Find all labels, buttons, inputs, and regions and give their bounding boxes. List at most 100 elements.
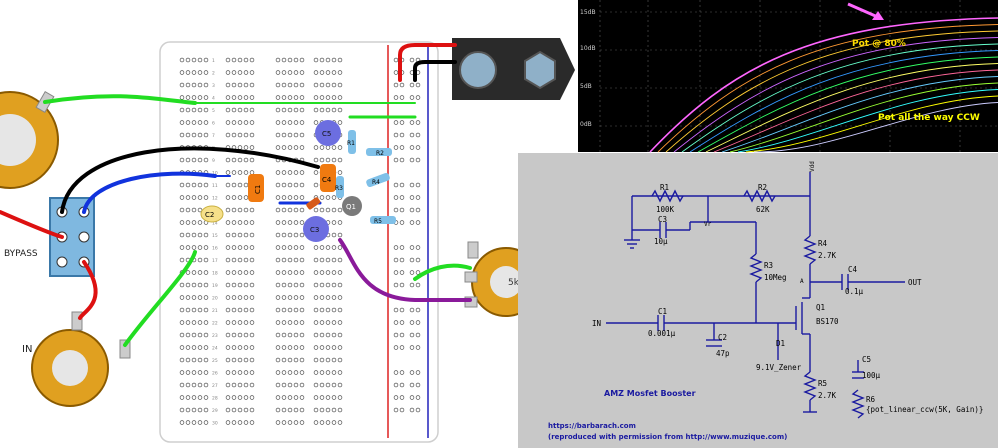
breadboard-hole — [275, 82, 281, 88]
r1-resistor: R1 — [347, 130, 356, 154]
breadboard-hole — [331, 270, 337, 275]
breadboard-hole — [281, 120, 287, 125]
breadboard-hole — [275, 132, 281, 138]
breadboard-hole — [243, 382, 249, 388]
rail-hole — [415, 307, 421, 313]
breadboard-hole — [337, 232, 343, 238]
breadboard-hole — [325, 295, 331, 300]
svg-text:C2: C2 — [205, 211, 214, 219]
rail-hole — [399, 382, 405, 388]
rail-hole — [415, 257, 421, 263]
breadboard-hole — [337, 282, 343, 288]
r3-resistor: R3 — [335, 176, 344, 198]
breadboard-hole — [337, 270, 343, 275]
row-number: 26 — [212, 371, 218, 377]
breadboard-hole — [225, 120, 231, 125]
pot-in: IN — [22, 311, 131, 407]
response-curve — [729, 82, 998, 153]
breadboard-hole — [325, 420, 331, 425]
breadboard-hole — [275, 345, 281, 350]
breadboard-hole — [225, 107, 231, 113]
breadboard-hole — [275, 332, 281, 338]
rail-hole — [415, 370, 421, 375]
breadboard-hole — [299, 57, 305, 63]
d1-value: 9.1V_Zener — [756, 363, 802, 372]
breadboard-hole — [319, 207, 325, 213]
breadboard-hole — [191, 320, 197, 325]
breadboard-hole — [337, 257, 343, 263]
bypass-label: BYPASS — [4, 249, 38, 259]
breadboard-hole — [325, 157, 331, 163]
breadboard-hole — [249, 157, 255, 163]
breadboard-hole — [299, 232, 305, 238]
c2-value: 47p — [716, 349, 730, 358]
breadboard-hole — [287, 357, 293, 363]
breadboard-hole — [275, 307, 281, 313]
breadboard-hole — [179, 157, 185, 163]
breadboard-hole — [237, 170, 243, 175]
breadboard-hole — [231, 370, 237, 375]
breadboard-hole — [179, 195, 185, 200]
breadboard-hole — [299, 70, 305, 75]
breadboard-hole — [179, 282, 185, 288]
breadboard-hole — [231, 320, 237, 325]
rail-hole — [415, 132, 421, 138]
breadboard-hole — [179, 120, 185, 125]
breadboard-hole — [331, 395, 337, 400]
breadboard-hole — [249, 245, 255, 250]
breadboard-hole — [225, 220, 231, 225]
breadboard-hole — [185, 332, 191, 338]
breadboard-hole — [225, 345, 231, 350]
breadboard-hole — [249, 270, 255, 275]
breadboard-hole — [275, 245, 281, 250]
breadboard-hole — [231, 95, 237, 100]
breadboard-hole — [191, 207, 197, 213]
breadboard-hole — [281, 257, 287, 263]
c3-name: C3 — [658, 215, 667, 224]
breadboard-hole — [243, 132, 249, 138]
breadboard-hole — [275, 95, 281, 100]
breadboard-hole — [299, 332, 305, 338]
rail-hole — [409, 282, 415, 288]
breadboard-hole — [203, 107, 209, 113]
rail-hole — [409, 157, 415, 163]
breadboard-hole — [185, 307, 191, 313]
in-label: IN — [22, 344, 32, 355]
c1-name: C1 — [658, 307, 667, 316]
breadboard-hole — [185, 195, 191, 200]
breadboard-hole — [243, 295, 249, 300]
breadboard-hole — [191, 370, 197, 375]
breadboard-hole — [293, 370, 299, 375]
breadboard-hole — [337, 82, 343, 88]
breadboard-hole — [325, 245, 331, 250]
breadboard-hole — [249, 295, 255, 300]
r5-resistor: R5 — [370, 216, 396, 225]
breadboard-hole — [325, 145, 331, 150]
breadboard-hole — [179, 382, 185, 388]
breadboard-hole — [237, 270, 243, 275]
breadboard-hole — [325, 345, 331, 350]
breadboard-hole — [191, 245, 197, 250]
breadboard-hole — [299, 207, 305, 213]
breadboard-hole — [225, 295, 231, 300]
breadboard-hole — [243, 57, 249, 63]
breadboard-hole — [325, 82, 331, 88]
annotation-arrow — [847, 2, 881, 20]
breadboard-hole — [331, 207, 337, 213]
breadboard-hole — [203, 157, 209, 163]
breadboard-hole — [185, 57, 191, 63]
breadboard-hole — [325, 407, 331, 413]
breadboard-hole — [179, 57, 185, 63]
breadboard-hole — [299, 245, 305, 250]
breadboard-hole — [293, 395, 299, 400]
breadboard-hole — [319, 95, 325, 100]
q1-value: BS170 — [816, 317, 839, 326]
breadboard-hole — [299, 320, 305, 325]
breadboard-hole — [281, 107, 287, 113]
breadboard-hole — [313, 95, 319, 100]
response-curve — [705, 63, 998, 153]
breadboard-hole — [203, 245, 209, 250]
breadboard-hole — [293, 420, 299, 425]
rail-hole — [393, 257, 399, 263]
breadboard-hole — [197, 82, 203, 88]
